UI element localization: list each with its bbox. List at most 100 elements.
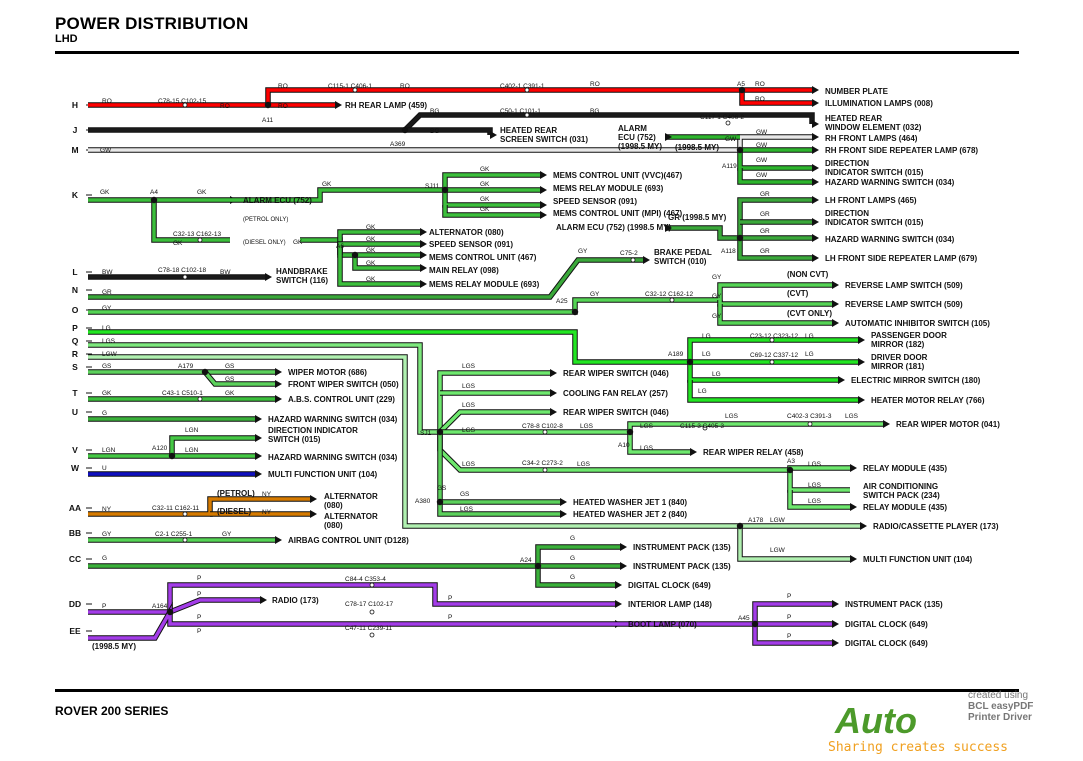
connector-pin xyxy=(725,120,731,126)
wire-code: P xyxy=(787,593,791,600)
connector: C43-1 C510-1 xyxy=(162,390,203,397)
wire-code: LGS xyxy=(808,498,822,505)
connector: C23-12 C323-12 xyxy=(750,333,798,340)
wire-arrowhead xyxy=(858,336,865,344)
row-label-t: T xyxy=(72,388,78,398)
splice-node xyxy=(786,466,794,474)
wire-code: GY xyxy=(590,291,600,298)
wire-code: LGN xyxy=(185,447,199,454)
wire-code: GS xyxy=(225,363,235,370)
wire-arrowhead xyxy=(665,133,672,141)
wire-arrowhead xyxy=(615,600,622,608)
direction-indicator-lh-label: INDICATOR SWITCH (015) xyxy=(825,218,924,227)
heated-rear-screen-label: SCREEN SWITCH (031) xyxy=(500,135,588,144)
row-cc-c xyxy=(536,566,615,587)
splice-node xyxy=(264,101,272,109)
gs-b xyxy=(438,502,560,516)
connector: C84-4 C353-4 xyxy=(345,576,386,583)
row-s-b xyxy=(203,370,275,386)
sj1-c xyxy=(438,410,550,434)
splice-node xyxy=(441,186,449,194)
wire-code: LGW xyxy=(770,517,786,524)
row-k-d xyxy=(443,205,540,217)
handbrake-switch-label: SWITCH (116) xyxy=(276,276,328,285)
hazard-warning-u-label: HAZARD WARNING SWITCH (034) xyxy=(268,415,398,424)
splice-a3: A3 xyxy=(787,458,795,465)
pdf-watermark-line2: BCL easyPDF xyxy=(968,701,1034,712)
radio-label: RADIO (173) xyxy=(272,596,319,605)
mems-control-467-label: MEMS CONTROL UNIT (467) xyxy=(429,253,537,262)
connector-pin xyxy=(807,421,813,427)
wire-code: GK xyxy=(480,206,490,213)
splice-node xyxy=(150,196,158,204)
heater-motor-relay-label: HEATER MOTOR RELAY (766) xyxy=(871,396,985,405)
wire-arrowhead xyxy=(665,224,672,232)
wire-code: GS xyxy=(225,376,235,383)
wire-code: GR xyxy=(760,191,770,198)
wire-code: LGS xyxy=(577,461,591,468)
row-label-ee: EE xyxy=(69,626,81,636)
wire-code: GK xyxy=(366,236,376,243)
wire-code: LGS xyxy=(462,461,476,468)
wire-code: GY xyxy=(222,531,232,538)
connector-pin xyxy=(182,102,188,108)
wire-arrowhead xyxy=(643,256,650,264)
wire-code: BG xyxy=(430,128,439,135)
splice-sj1: SJ1 xyxy=(420,430,432,437)
connector: C32-13 C162-13 xyxy=(173,231,221,238)
row-aa-wire xyxy=(88,497,310,516)
connector: C402-3 C391-3 xyxy=(787,413,832,420)
wire-code: GK xyxy=(197,189,207,196)
connector: C47-11 C239-11 xyxy=(345,625,392,632)
number-plate-label: NUMBER PLATE xyxy=(825,87,889,96)
wire-code: G xyxy=(102,555,107,562)
wire-code: RO xyxy=(102,98,112,105)
splice-node xyxy=(736,522,744,530)
wire-code: P xyxy=(448,595,452,602)
wire-code: GY xyxy=(102,531,112,538)
row-label-u: U xyxy=(72,407,78,417)
direction-indicator-rh-label: INDICATOR SWITCH (015) xyxy=(825,168,924,177)
connector-pin xyxy=(524,87,530,93)
lh-front-lamps-label: LH FRONT LAMPS (465) xyxy=(825,196,917,205)
splice-node xyxy=(436,498,444,506)
connector: C78-8 C102-8 xyxy=(522,423,563,430)
ee-my-note: (1998.5 MY) xyxy=(92,642,136,651)
connector: C117-1 C406-2 xyxy=(700,114,744,121)
mems-relay-b-label: MEMS RELAY MODULE (693) xyxy=(429,280,540,289)
page-subtitle: LHD xyxy=(55,33,78,45)
connector-pin xyxy=(197,396,203,402)
connector: C115-1 C406-1 xyxy=(328,83,372,90)
wire-code: GK xyxy=(480,181,490,188)
wire-arrowhead xyxy=(832,319,839,327)
hazard-warning-v-label: HAZARD WARNING SWITCH (034) xyxy=(268,453,398,462)
row-k-a xyxy=(443,173,540,190)
wire-code: RO xyxy=(400,83,410,90)
sj1-d xyxy=(440,422,883,434)
diesel-note: (DIESEL) xyxy=(217,507,252,516)
wire-code: GR xyxy=(760,211,770,218)
wire-code: GR xyxy=(760,248,770,255)
wire-code: LG xyxy=(102,325,111,332)
splice-a178: A178 xyxy=(748,517,764,524)
wire-code: GW xyxy=(756,129,768,136)
splice-a11: A11 xyxy=(262,117,273,124)
wire-code: GK xyxy=(225,390,235,397)
wire-code: P xyxy=(787,614,791,621)
row-label-cc: CC xyxy=(69,554,81,564)
passenger-door-mirror-label: MIRROR (182) xyxy=(871,340,925,349)
connector: C34-2 C273-2 xyxy=(522,460,563,467)
splice-node xyxy=(571,308,579,316)
connector-pin xyxy=(182,274,188,280)
splice-sj11: SJ11 xyxy=(425,183,440,190)
connector-pin xyxy=(769,359,775,365)
row-label-bb: BB xyxy=(69,528,81,538)
wire-arrowhead xyxy=(275,395,282,403)
wire-code: LGS xyxy=(808,482,822,489)
row-j-wire xyxy=(88,113,814,132)
splice-a118: A118 xyxy=(721,248,736,255)
hazard-warning-b-label: HAZARD WARNING SWITCH (034) xyxy=(825,235,955,244)
electric-mirror-switch-label: ELECTRIC MIRROR SWITCH (180) xyxy=(851,376,981,385)
cooling-fan-relay-label: COOLING FAN RELAY (257) xyxy=(563,389,668,398)
illumination-lamps-label: ILLUMINATION LAMPS (008) xyxy=(825,99,933,108)
